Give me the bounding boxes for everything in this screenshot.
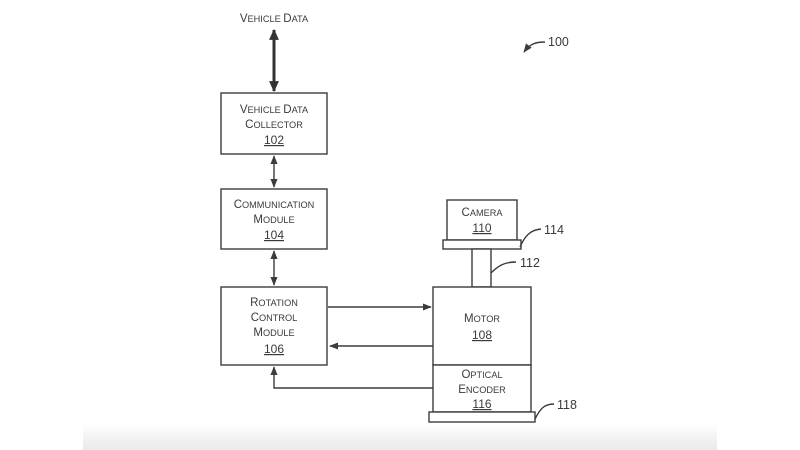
communication-module-block: COMMUNICATION MODULE 104 bbox=[220, 188, 328, 250]
vehicle-data-collector-block: VEHICLE DATA COLLECTOR 102 bbox=[220, 92, 328, 155]
base-plate-leader-line bbox=[534, 403, 555, 420]
vehicle-data-collector-number: 102 bbox=[264, 133, 284, 147]
camera-mount-plate bbox=[442, 239, 522, 250]
motor-title: MOTOR bbox=[464, 313, 500, 325]
bottom-shadow-band bbox=[83, 424, 717, 450]
shaft-leader-line bbox=[490, 261, 517, 274]
rotation-shaft bbox=[471, 248, 492, 288]
motor-block: MOTOR 108 bbox=[432, 286, 532, 366]
communication-module-title-2: MODULE bbox=[253, 214, 294, 226]
rotation-control-module-title: ROTATION bbox=[250, 297, 298, 309]
optical-encoder-title: OPTICAL bbox=[461, 369, 502, 381]
camera-number: 110 bbox=[472, 221, 491, 235]
shaft-reference: 112 bbox=[520, 256, 540, 270]
communication-module-number: 104 bbox=[264, 228, 284, 242]
camera-title: CAMERA bbox=[462, 207, 504, 219]
camera-block: CAMERA 110 bbox=[446, 199, 518, 241]
camera-mount-leader-line bbox=[519, 228, 542, 248]
encoder-feedback-arrow bbox=[270, 366, 433, 389]
vehicle-data-collector-title: VEHICLE DATA bbox=[240, 104, 309, 116]
camera-mount-reference: 114 bbox=[544, 223, 564, 237]
optical-encoder-number: 116 bbox=[472, 397, 491, 411]
base-plate bbox=[428, 411, 536, 423]
figure-reference-number: 100 bbox=[548, 35, 569, 49]
rotation-control-module-title-2: CONTROL bbox=[251, 312, 298, 324]
motor-number: 108 bbox=[472, 328, 492, 342]
communication-module-title: COMMUNICATION bbox=[234, 199, 315, 211]
figure-reference-callout: 100 bbox=[523, 35, 569, 53]
base-plate-reference: 118 bbox=[557, 398, 577, 412]
rotation-control-module-block: ROTATION CONTROL MODULE 106 bbox=[220, 286, 328, 366]
rotation-control-module-title-3: MODULE bbox=[253, 327, 294, 339]
optical-encoder-title-2: ENCODER bbox=[458, 384, 506, 396]
vehicle-data-collector-title-2: COLLECTOR bbox=[245, 119, 303, 131]
vehicle-data-input-label: VEHICLE DATA bbox=[240, 13, 309, 25]
rotation-control-module-number: 106 bbox=[264, 342, 284, 356]
optical-encoder-block: OPTICAL ENCODER 116 bbox=[432, 364, 532, 413]
